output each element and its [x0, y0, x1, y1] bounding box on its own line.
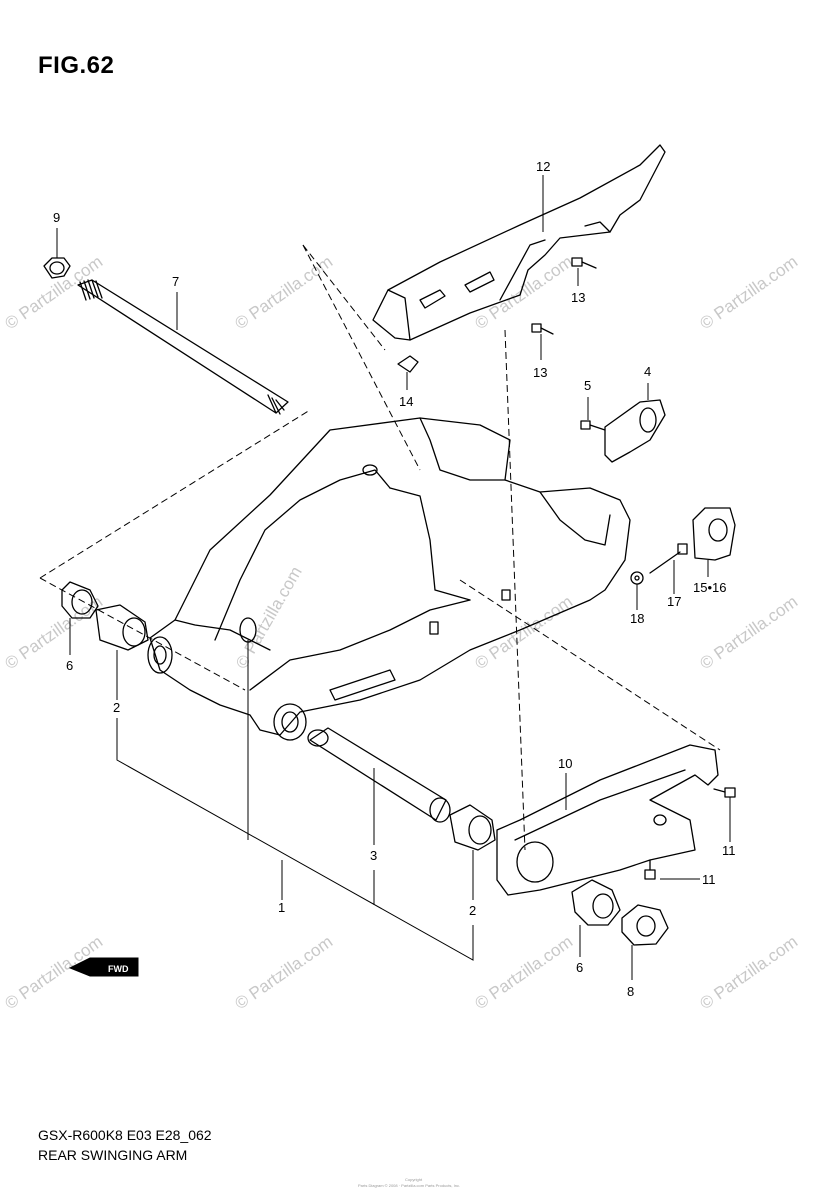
callout-8: 8	[627, 984, 634, 999]
callout-6-left: 6	[66, 658, 73, 673]
callout-17: 17	[667, 594, 681, 609]
callout-13-upper: 13	[571, 290, 585, 305]
part-2-bearing-left	[95, 604, 149, 651]
fwd-label: FWD	[108, 964, 129, 974]
part-14-clip	[397, 355, 419, 373]
part-17-adjust-bolt	[649, 543, 688, 574]
assembly-guide-lines	[39, 244, 721, 851]
callout-15-16: 15•16	[693, 580, 726, 595]
model-code: GSX-R600K8 E03 E28_062	[38, 1127, 212, 1143]
watermark: © Partzilla.com	[471, 592, 576, 673]
callout-3: 3	[370, 848, 377, 863]
copyright-line: Copyright	[405, 1177, 423, 1182]
part-1-swingarm	[147, 417, 631, 741]
watermark: © Partzilla.com	[231, 252, 336, 333]
callout-labels: 9 7 12 13 13 14 5 4 15•16 17 18 6 2 1 3 …	[53, 159, 736, 999]
watermark: © Partzilla.com	[232, 563, 306, 672]
diagram-name: REAR SWINGING ARM	[38, 1147, 188, 1163]
watermark: © Partzilla.com	[231, 932, 336, 1013]
callout-2-left: 2	[113, 700, 120, 715]
fwd-arrow-icon: FWD	[68, 957, 139, 977]
watermark: © Partzilla.com	[696, 932, 801, 1013]
callout-9: 9	[53, 210, 60, 225]
callout-7: 7	[172, 274, 179, 289]
callout-12: 12	[536, 159, 550, 174]
callout-1: 1	[278, 900, 285, 915]
leader-lines	[56, 175, 731, 980]
part-13-bolt-lower	[531, 323, 554, 335]
callout-10: 10	[558, 756, 572, 771]
part-10-chain-slider	[496, 744, 719, 896]
part-13-bolt-upper	[571, 257, 597, 269]
part-3-spacer	[307, 727, 451, 823]
part-12-chain-cover	[372, 144, 666, 341]
watermark: © Partzilla.com	[696, 592, 801, 673]
part-6-collar-right	[571, 879, 621, 926]
callout-11-lower: 11	[702, 872, 716, 887]
part-8-nut	[621, 904, 669, 946]
watermark: © Partzilla.com	[1, 592, 106, 673]
callout-11-upper: 11	[722, 843, 736, 858]
watermark: © Partzilla.com	[471, 932, 576, 1013]
copyright-line: Parts Diagram © 2008 · Partzilla.com Par…	[358, 1183, 461, 1188]
part-11-bolt-lower	[644, 859, 656, 880]
part-7-pivot-shaft	[77, 279, 289, 415]
part-5-bolt	[580, 420, 606, 431]
part-18-washer	[630, 571, 644, 585]
part-2-bearing-right	[449, 804, 496, 851]
callout-5: 5	[584, 378, 591, 393]
part-4-bracket	[604, 399, 666, 463]
watermark: © Partzilla.com	[471, 252, 576, 333]
part-15-16-chain-adjuster	[692, 507, 736, 561]
callout-2-right: 2	[469, 903, 476, 918]
callout-14: 14	[399, 394, 413, 409]
callout-18: 18	[630, 611, 644, 626]
callout-4: 4	[644, 364, 651, 379]
watermark: © Partzilla.com	[696, 252, 801, 333]
part-11-bolt-upper	[713, 787, 736, 798]
callout-13-lower: 13	[533, 365, 547, 380]
part-9-nut	[43, 257, 71, 279]
figure-title: FIG.62	[38, 52, 115, 79]
callout-6-right: 6	[576, 960, 583, 975]
part-6-collar-left	[61, 581, 99, 619]
